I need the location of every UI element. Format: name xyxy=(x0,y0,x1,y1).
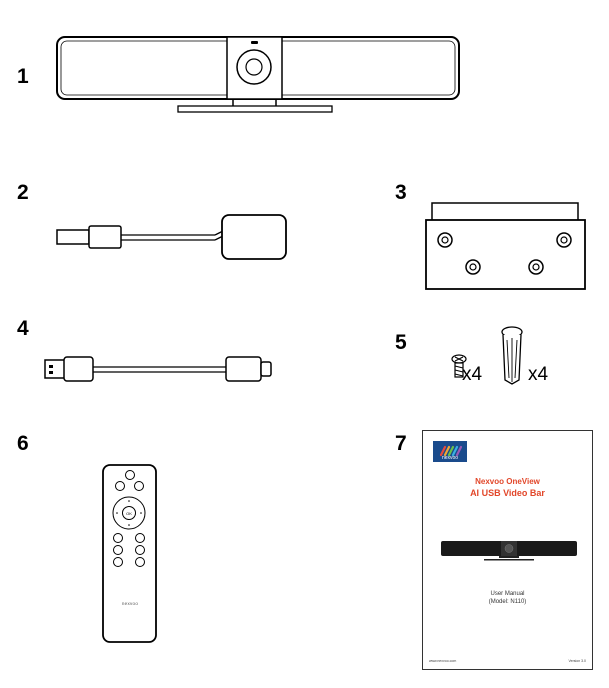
mounting-bracket-illustration xyxy=(425,202,586,290)
logo-text: nexvoo xyxy=(441,455,459,461)
item-number-4: 4 xyxy=(17,317,29,340)
manual-website: www.nexvoo.com xyxy=(429,659,457,663)
user-manual-cover: nexvoo Nexvoo OneView AI USB Video Bar U… xyxy=(422,430,593,670)
item-number-1: 1 xyxy=(17,65,29,88)
manual-product-image xyxy=(441,541,577,561)
screw-anchor-illustration xyxy=(451,326,523,385)
remote-control-illustration: OK xyxy=(102,464,157,643)
video-bar-illustration xyxy=(56,36,460,113)
adapter-cable-illustration xyxy=(56,214,287,260)
anchor-quantity: x4 xyxy=(528,364,549,385)
item-number-6: 6 xyxy=(17,432,29,455)
manual-subtitle: User Manual xyxy=(490,591,525,597)
nexvoo-logo: nexvoo xyxy=(433,441,467,462)
usb-cable-illustration xyxy=(44,356,272,382)
screw-quantity: x4 xyxy=(462,364,483,385)
remote-brand-label: nexvoo xyxy=(121,601,139,606)
manual-version: Version 3.0 xyxy=(568,659,586,663)
item-number-2: 2 xyxy=(17,181,29,204)
manual-title: AI USB Video Bar xyxy=(470,488,545,498)
item-number-7: 7 xyxy=(395,432,407,455)
manual-model: (Model: N110) xyxy=(488,599,527,605)
ok-button-label: OK xyxy=(126,511,132,516)
item-number-3: 3 xyxy=(395,181,407,204)
item-number-5: 5 xyxy=(395,331,407,354)
manual-brand: Nexvoo OneView xyxy=(475,477,540,486)
